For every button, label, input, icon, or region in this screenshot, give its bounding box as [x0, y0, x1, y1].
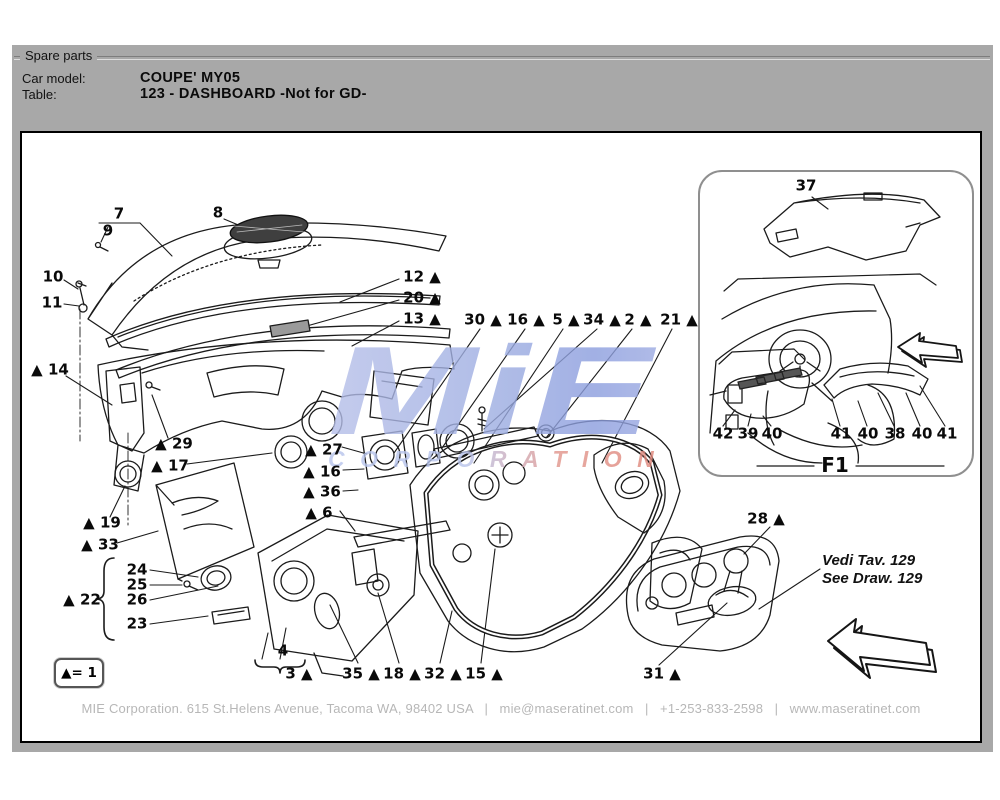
callout-21: 21 ▲	[660, 310, 698, 329]
part-lower-dash-main	[353, 419, 703, 653]
callout-33: ▲ 33	[81, 535, 119, 554]
callout-41b: 41	[936, 424, 958, 443]
steering-wheel	[768, 329, 832, 389]
callout-6: ▲ 6	[305, 503, 333, 522]
inset-part-38-surround	[823, 362, 929, 399]
part-vent-20	[269, 319, 311, 338]
callout-17: ▲ 17	[151, 456, 189, 475]
inset-direction-arrow	[897, 332, 963, 368]
callout-5: 5 ▲	[552, 310, 580, 329]
dashboard-exploded-line-art	[63, 192, 963, 679]
callout-3: 3 ▲	[285, 664, 313, 683]
callout-13: 13 ▲	[403, 309, 441, 328]
callout-12: 12 ▲	[403, 267, 441, 286]
callout-2: 2 ▲	[624, 310, 652, 329]
callout-16-left: ▲ 16	[303, 462, 341, 481]
direction-arrow	[827, 618, 937, 679]
part-lower-panel-left	[257, 514, 419, 677]
leader-lines	[63, 196, 946, 666]
callout-40a: 40	[761, 424, 783, 443]
installation-inset-box	[698, 170, 974, 477]
callout-24: 24	[126, 560, 148, 579]
car-model-value: COUPE' MY05	[140, 70, 241, 86]
callout-20: 20 ▲	[403, 288, 441, 307]
callout-28: 28 ▲	[747, 509, 785, 528]
callout-39: 39	[737, 424, 759, 443]
grouping-brackets	[95, 273, 945, 674]
callout-7: 7	[113, 204, 125, 223]
callout-15: 15 ▲	[465, 664, 503, 683]
callout-16-top: 16 ▲	[507, 310, 545, 329]
inset-car-sketch	[709, 283, 896, 464]
callout-4: 4	[277, 641, 289, 660]
callout-34: 34 ▲	[583, 310, 621, 329]
exploded-view-drawing-area: MiE CORPORATION 7 9 8 10 11 12 ▲ 20 ▲ 13…	[20, 131, 982, 743]
footer-contact-line: MIE Corporation. 615 St.Helens Avenue, T…	[81, 701, 921, 716]
callout-41a: 41	[830, 424, 852, 443]
legend-box: ▲= 1	[54, 658, 104, 688]
callout-27: ▲ 27	[305, 440, 343, 459]
callout-22: ▲ 22	[63, 590, 101, 609]
callout-26: 26	[126, 590, 148, 609]
callout-19: ▲ 19	[83, 513, 121, 532]
callout-11: 11	[41, 293, 63, 312]
callout-14: ▲ 14	[31, 360, 69, 379]
part-gasket-seal	[423, 434, 663, 640]
inset-part-37	[763, 192, 941, 261]
inset-part-42-cover	[723, 367, 811, 419]
callout-29: ▲ 29	[155, 434, 193, 453]
callout-30: 30 ▲	[464, 310, 502, 329]
callout-36: ▲ 36	[303, 482, 341, 501]
part-rings	[200, 435, 308, 625]
callout-40b: 40	[857, 424, 879, 443]
note-line-english: See Draw. 129	[822, 570, 923, 587]
car-model-label: Car model:	[22, 71, 86, 86]
callout-37: 37	[795, 176, 817, 195]
see-drawing-note: Vedi Tav. 129 See Draw. 129	[822, 552, 922, 588]
legend-text: ▲= 1	[61, 665, 97, 681]
part-cover-33	[155, 462, 255, 580]
part-upper-frame	[97, 339, 455, 492]
callout-9: 9	[102, 221, 114, 240]
callout-25: 25	[126, 575, 148, 594]
part-gear-knob-28	[723, 548, 749, 574]
callout-35: 35 ▲	[342, 664, 380, 683]
part-console	[625, 535, 780, 652]
inset-figure-label: F1	[821, 453, 849, 477]
part-trim-strips	[105, 292, 451, 379]
table-label: Table:	[22, 87, 57, 102]
callout-18: 18 ▲	[383, 664, 421, 683]
callout-38: 38	[884, 424, 906, 443]
part-cowl-7	[87, 214, 447, 351]
groupbox-label: Spare parts	[20, 48, 98, 63]
part-screws	[75, 241, 487, 591]
callout-10: 10	[42, 267, 64, 286]
callout-8: 8	[212, 203, 224, 222]
note-line-italian: Vedi Tav. 129	[822, 552, 916, 569]
callout-31: 31 ▲	[643, 664, 681, 683]
callout-32: 32 ▲	[424, 664, 462, 683]
groupbox-etched-line	[14, 56, 990, 60]
callout-23: 23	[126, 614, 148, 633]
callout-42: 42	[712, 424, 734, 443]
table-value: 123 - DASHBOARD -Not for GD-	[140, 86, 367, 102]
callout-40c: 40	[911, 424, 933, 443]
